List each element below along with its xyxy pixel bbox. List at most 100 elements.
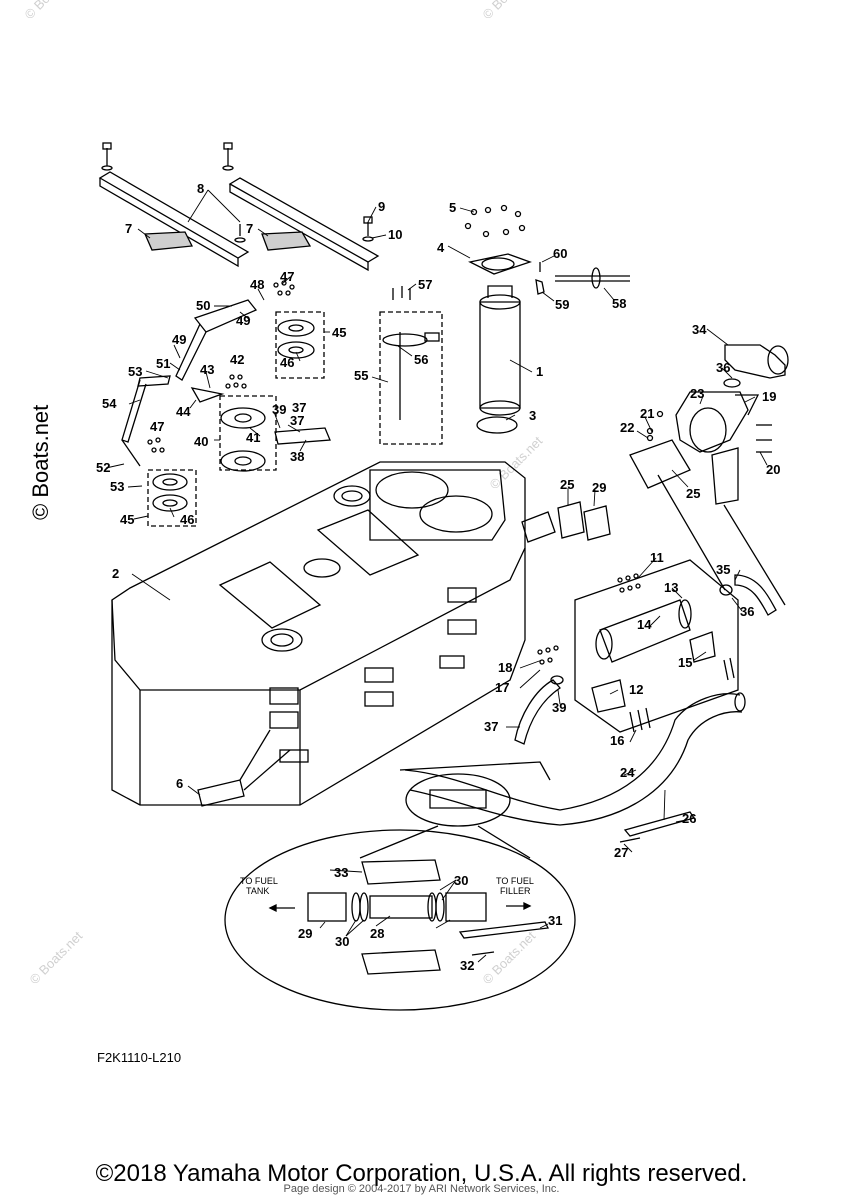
watermark: © Boats.net	[27, 928, 86, 987]
part-label: 52	[96, 460, 110, 475]
part-label: 16	[610, 733, 624, 748]
bracket	[591, 679, 626, 713]
part-label: 42	[230, 352, 244, 367]
part-label: 3	[529, 408, 536, 423]
part-label: 43	[200, 362, 214, 377]
part-label: 50	[196, 298, 210, 313]
part-label: 46	[180, 512, 194, 527]
part-label: 53	[128, 364, 142, 379]
filler-hose-24	[404, 693, 741, 811]
part-label: 35	[716, 562, 730, 577]
strap-right-side	[229, 184, 369, 272]
part-label: 38	[290, 449, 304, 464]
cable-tie	[623, 811, 696, 837]
watermark: © Boats.net	[22, 0, 81, 22]
pad-left	[144, 231, 194, 251]
fuel-tank-outline	[111, 461, 526, 691]
part-label: 54	[102, 396, 117, 411]
part-label: 5	[449, 200, 456, 215]
part-label: 34	[692, 322, 707, 337]
part-label: 56	[414, 352, 428, 367]
part-label: 40	[194, 434, 208, 449]
filter-bracket-box	[574, 559, 739, 733]
part-label: 53	[110, 479, 124, 494]
sleeve-33	[361, 859, 441, 885]
part-label: 31	[548, 913, 562, 928]
page-credit: Page design © 2004-2017 by ARI Network S…	[283, 1183, 560, 1195]
part-label: 7	[125, 221, 132, 236]
sender-box	[379, 311, 443, 445]
part-label: 36	[740, 604, 754, 619]
part-label: 51	[156, 356, 170, 371]
part-38	[274, 427, 331, 445]
tie-31	[458, 921, 549, 939]
strap-left-side	[99, 178, 239, 268]
part-label: 29	[298, 926, 312, 941]
detail-ellipse	[224, 829, 576, 1011]
group-40	[219, 395, 277, 471]
part-label: 17	[495, 680, 509, 695]
tank-recesses	[218, 509, 477, 763]
part-label: 60	[553, 246, 567, 261]
part-label: 13	[664, 580, 678, 595]
copyright-notice: ©2018 Yamaha Motor Corporation, U.S.A. A…	[95, 1160, 748, 1187]
part-label: 4	[437, 240, 445, 255]
part-label: 30	[454, 873, 468, 888]
part-label: 39	[552, 700, 566, 715]
filler-cap	[724, 344, 786, 379]
part-label: 27	[614, 845, 628, 860]
filler-housing	[675, 391, 749, 453]
part-label: 29	[592, 480, 606, 495]
part-label: 59	[555, 297, 569, 312]
watermarks: © Boats.net © Boats.net © Boats.net © Bo…	[22, 0, 546, 987]
part-label: 49	[236, 313, 250, 328]
strap-right	[228, 177, 380, 263]
hose-29	[583, 505, 611, 541]
part-label: 9	[378, 199, 385, 214]
part-labels: 1 2 3 4 5 6 7 7 8 9 10 11 12 13 14 15 16…	[96, 181, 780, 973]
diagram-code: F2K1110-L210	[97, 1050, 182, 1065]
group-45-upper	[275, 311, 325, 379]
screws	[464, 204, 526, 238]
fuel-filter	[599, 599, 691, 663]
label-plate	[197, 779, 245, 807]
part-label: 39	[272, 402, 286, 417]
zoom-source	[405, 773, 511, 827]
clamp-25	[557, 501, 585, 539]
part-label: 58	[612, 296, 626, 311]
watermark: © Boats.net	[480, 928, 539, 987]
part-label: 30	[335, 934, 349, 949]
part-label: 49	[172, 332, 186, 347]
part-label: 28	[370, 926, 384, 941]
part-43-44	[190, 387, 225, 403]
hose-29-end	[307, 892, 347, 922]
sleeve-33-lower	[361, 949, 441, 975]
vent-hose	[711, 447, 739, 505]
o-ring	[476, 416, 518, 434]
part-label: 10	[388, 227, 402, 242]
flange-plate	[468, 253, 532, 275]
strap-bolts	[101, 142, 374, 243]
part-label: 47	[280, 269, 294, 284]
tank-gasket-front	[261, 628, 303, 652]
part-label: 46	[280, 355, 294, 370]
hose-37	[514, 679, 561, 745]
part-label: 21	[640, 406, 654, 421]
part-label: 15	[678, 655, 692, 670]
tank-opening	[375, 471, 449, 509]
tank-neck	[521, 511, 556, 543]
part-label: 14	[637, 617, 652, 632]
part-label: 8	[197, 181, 204, 196]
part-label: 25	[560, 477, 574, 492]
part-label: 45	[332, 325, 346, 340]
small-screws	[147, 280, 295, 453]
watermark: © Boats.net	[28, 405, 53, 520]
hose-35	[734, 574, 777, 616]
group-45-lower	[147, 469, 197, 527]
part-label: 44	[176, 404, 191, 419]
part-label: 25	[686, 486, 700, 501]
leader-lines	[105, 189, 768, 963]
